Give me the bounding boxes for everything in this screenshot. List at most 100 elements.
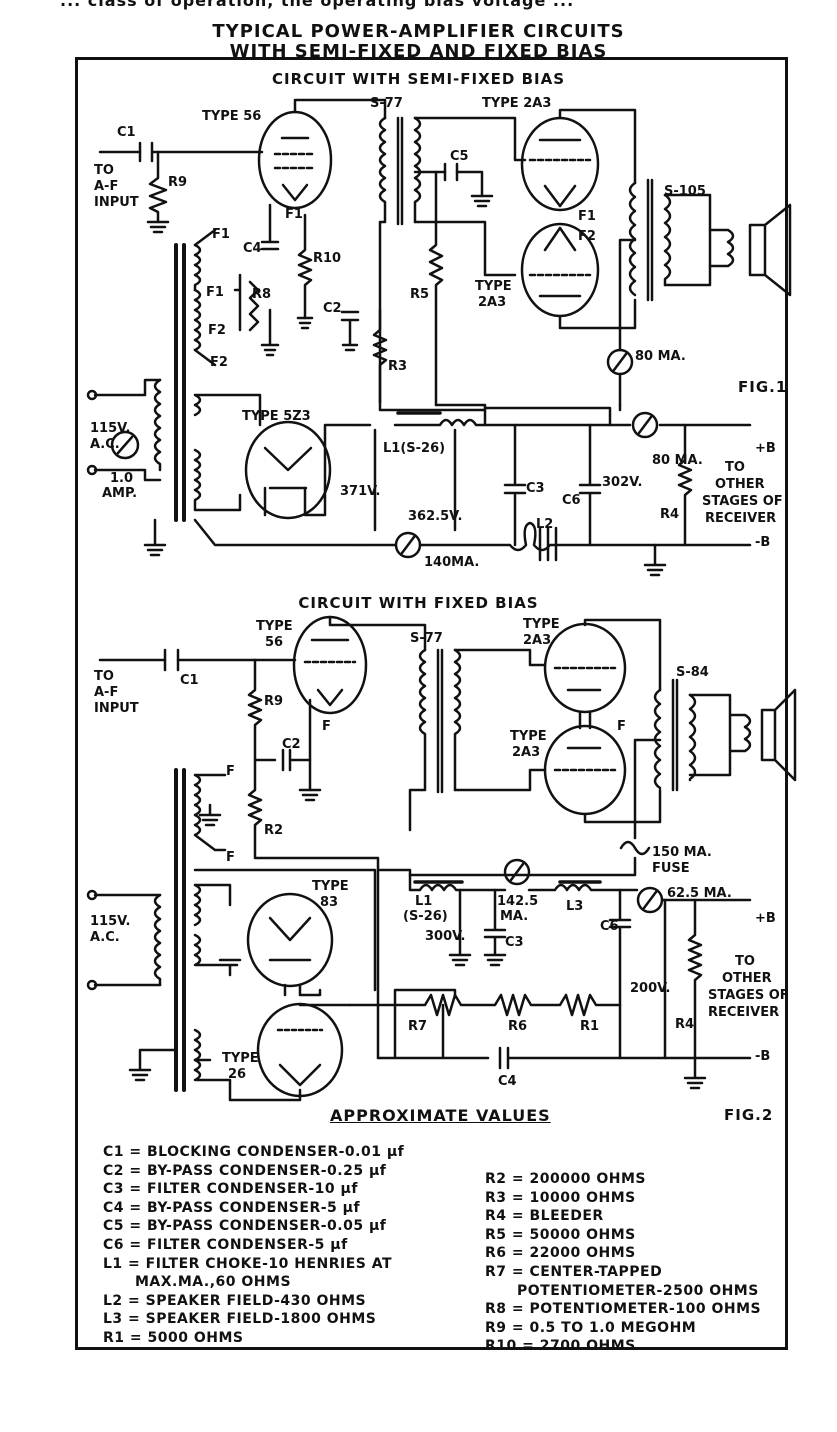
- fig1-label-to: TO: [94, 163, 114, 178]
- legend-item: R2 = 200000 OHMS: [485, 1171, 646, 1187]
- fig2-label-type-56a: TYPE: [256, 619, 293, 634]
- fig1-r9-ground: [146, 220, 170, 234]
- fig2-label-type-26b: 26: [228, 1067, 246, 1082]
- fig2-tube-83: [246, 892, 334, 988]
- fig1-c1: [138, 141, 154, 163]
- fig2-meter-1425ma: [503, 858, 531, 886]
- legend-item: R5 = 50000 OHMS: [485, 1226, 636, 1243]
- fig2-label-to-other-4: RECEIVER: [708, 1005, 779, 1020]
- fig1-label-s105: S-105: [664, 184, 706, 199]
- fig2-label-c4: C4: [498, 1074, 517, 1089]
- fig2-fuse: [619, 840, 651, 856]
- legend-item: R10 = 2700 OHMS: [485, 1338, 636, 1355]
- fig2-label-r9: R9: [264, 694, 283, 709]
- legend-item: R1 = 5000 OHMS: [103, 1329, 244, 1346]
- fig1-label-to-other-4: RECEIVER: [705, 511, 776, 526]
- fig1-label-s77: S-77: [370, 96, 403, 111]
- fig1-label-80ma-right: 80 MA.: [652, 453, 703, 468]
- fig1-label-af: A-F: [94, 179, 118, 194]
- diagram-frame: [75, 57, 788, 1350]
- fig1-label-l2: L2: [536, 517, 553, 532]
- fig2-label-type-83b: 83: [320, 895, 338, 910]
- fig1-label-140ma: 140MA.: [424, 555, 479, 570]
- fig1-tube-5z3: [244, 420, 332, 520]
- fig2-label-to-other-1: TO: [735, 954, 755, 969]
- legend-item: R9 = 0.5 TO 1.0 MEGOHM: [485, 1319, 697, 1336]
- legend-left: C1 = BLOCKING CONDENSER-0.01 µf C2 = BY-…: [103, 1143, 404, 1348]
- fig2-label-l3: L3: [566, 899, 583, 914]
- fig2-label-input: INPUT: [94, 701, 139, 716]
- legend-item: C3 = FILTER CONDENSER-10 µf: [103, 1181, 358, 1198]
- fig1-label-302v: 302V.: [602, 475, 642, 490]
- fig1-label-c4: C4: [243, 241, 262, 256]
- fig1-label-f2-winding: F2: [208, 323, 226, 338]
- legend-item: C2 = BY-PASS CONDENSER-0.25 µf: [103, 1162, 387, 1179]
- fig1-s105-secondary: [663, 193, 672, 287]
- fig1-label-2a3-bot: 2A3: [478, 295, 506, 310]
- fig1-label-115v: 115V.: [90, 421, 130, 436]
- fig1-label-c1: C1: [117, 125, 136, 140]
- fig1-label-to-other-3: STAGES OF: [702, 494, 783, 509]
- fig2-label-minus-b: -B: [755, 1049, 770, 1064]
- fig1-label-plus-b: +B: [755, 441, 776, 456]
- fig1-label-input: INPUT: [94, 195, 139, 210]
- fig1-s77-primary: [378, 116, 387, 404]
- legend-item: L2 = SPEAKER FIELD-430 OHMS: [103, 1292, 367, 1309]
- fig1-label-l1: L1(S-26): [383, 441, 445, 456]
- fig1-label-type5z3: TYPE 5Z3: [242, 409, 311, 424]
- fig1-label-type-bot: TYPE: [475, 279, 512, 294]
- fig2-label-af: A-F: [94, 685, 118, 700]
- fig2-tube-56: [292, 615, 368, 715]
- fig2-label-s77: S-77: [410, 631, 443, 646]
- fig1-label-type2a3-top: TYPE 2A3: [482, 96, 551, 111]
- legend-right: R2 = 200000 OHMS R3 = 10000 OHMS R4 = BL…: [485, 1170, 761, 1356]
- fig1-label-type56: TYPE 56: [202, 109, 261, 124]
- fig2-label-c3: C3: [505, 935, 524, 950]
- fig2-label-r7: R7: [408, 1019, 427, 1034]
- fig1-circuit-title: CIRCUIT WITH SEMI-FIXED BIAS: [271, 70, 566, 88]
- legend-item: R3 = 10000 OHMS: [485, 1189, 636, 1206]
- fig2-label-type-26a: TYPE: [222, 1051, 259, 1066]
- fig2-label-115v: 115V.: [90, 914, 130, 929]
- fig1-power-transformer-core: [174, 243, 186, 522]
- fig1-label-f1-2a3: F1: [578, 209, 596, 224]
- fig2-label-s26: (S-26): [403, 909, 448, 924]
- fig2-power-transformer-core: [174, 768, 186, 1092]
- legend-item: R4 = BLEEDER: [485, 1208, 604, 1225]
- fig2-c1: [163, 648, 180, 672]
- fig1-label-r9: R9: [168, 175, 187, 190]
- fig1-label-r8: R8: [252, 287, 271, 302]
- legend-item: R6 = 22000 OHMS: [485, 1245, 636, 1262]
- fig1-label-to-other-1: TO: [725, 460, 745, 475]
- fig2-label-300v: 300V.: [425, 929, 465, 944]
- fig2-label-to-other-3: STAGES OF: [708, 988, 789, 1003]
- page-title-line-1: TYPICAL POWER-AMPLIFIER CIRCUITS: [212, 21, 625, 42]
- fig1-label-1amp-value: 1.0: [110, 471, 133, 486]
- fig2-label-l1: L1: [415, 894, 432, 909]
- legend-item: L1 = FILTER CHOKE-10 HENRIES AT: [103, 1255, 393, 1272]
- fig1-speaker: [748, 203, 792, 297]
- fig1-label: FIG.1: [738, 378, 788, 396]
- fig1-label-to-other-2: OTHER: [715, 477, 765, 492]
- cut-off-header-text: ... class of operation, the operating bi…: [60, 0, 575, 10]
- fig2-s84-secondary: [688, 693, 697, 782]
- fig2-label-fuse: FUSE: [652, 861, 690, 876]
- fig1-label-f1-winding: F1: [206, 285, 224, 300]
- fig2-label-625ma: 62.5 MA.: [667, 886, 732, 901]
- fig1-label-ac: A.C.: [90, 437, 120, 452]
- fig2-label-ac: A.C.: [90, 930, 120, 945]
- fig1-label-c5: C5: [450, 149, 469, 164]
- legend-item: R7 = CENTER-TAPPED: [485, 1263, 663, 1280]
- fig2-label-type-2a3c: TYPE: [510, 729, 547, 744]
- fig2-label-to: TO: [94, 669, 114, 684]
- fig2-label-r4: R4: [675, 1017, 694, 1032]
- page-title-line-2: WITH SEMI-FIXED AND FIXED BIAS: [229, 41, 608, 62]
- fig1-label-f1-tube: F1: [285, 207, 303, 222]
- fig2-label-f-2a3: F: [617, 719, 626, 734]
- fig2-label-r2: R2: [264, 823, 283, 838]
- fig1-tube-2a3-top: [520, 116, 600, 212]
- fig1-label-f1-transformer: F1: [212, 227, 230, 242]
- fig1-label-amp: AMP.: [102, 486, 137, 501]
- legend-item: POTENTIOMETER-2500 OHMS: [517, 1282, 759, 1299]
